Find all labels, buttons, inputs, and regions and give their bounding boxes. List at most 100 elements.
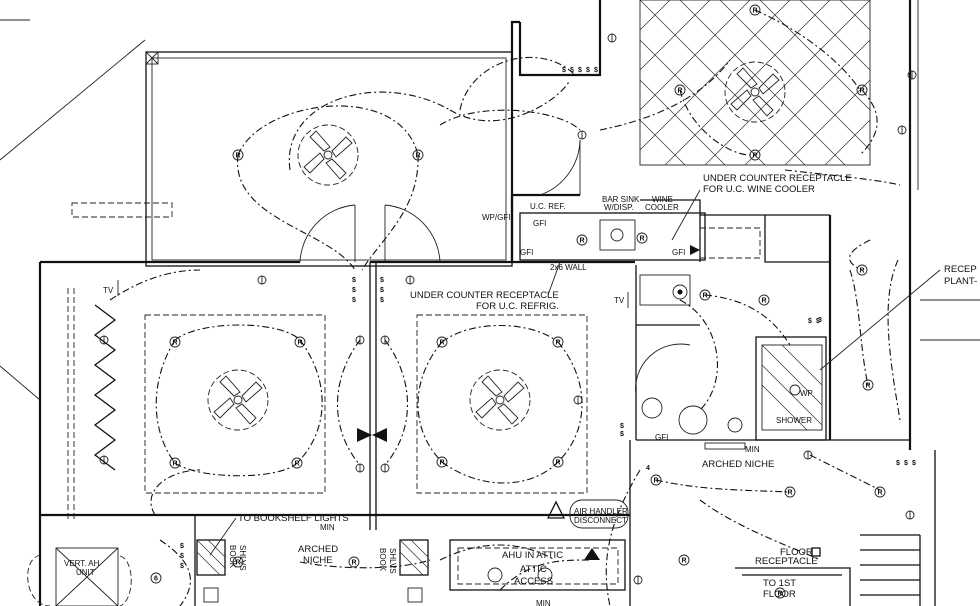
ceiling-fan-icon: [724, 61, 786, 123]
svg-text:$: $: [620, 431, 624, 438]
svg-text:R: R: [555, 460, 560, 467]
svg-text:R: R: [579, 238, 584, 245]
svg-text:TV: TV: [103, 286, 114, 295]
svg-text:R: R: [639, 236, 644, 243]
svg-text:BOOK: BOOK: [228, 545, 237, 569]
svg-text:GFI: GFI: [655, 433, 668, 442]
svg-text:SHOWER: SHOWER: [776, 416, 812, 425]
svg-text:MIN: MIN: [320, 523, 335, 532]
walls: [38, 0, 936, 606]
svg-text:R: R: [777, 591, 782, 598]
svg-text:ATTIC: ATTIC: [520, 564, 547, 575]
svg-text:R: R: [294, 461, 299, 468]
wine-cooler-note-2: FOR U.C. WINE COOLER: [703, 184, 815, 195]
svg-text:R: R: [859, 88, 864, 95]
lower-left-rooms: [27, 499, 629, 606]
ceiling-fan-icon: [297, 124, 359, 186]
svg-text:$: $: [180, 543, 184, 550]
ceiling-fan-icon: [469, 369, 531, 431]
svg-text:$: $: [586, 67, 590, 74]
tile-pattern: [639, 0, 871, 166]
svg-text:SHLVS: SHLVS: [238, 545, 247, 571]
light-fixtures: [99, 33, 917, 585]
svg-text:GFI: GFI: [533, 219, 546, 228]
svg-text:R: R: [235, 153, 240, 160]
svg-text:BOOK: BOOK: [378, 548, 387, 572]
refrig-note-2: FOR U.C. REFRIG.: [476, 301, 559, 312]
svg-text:R: R: [653, 478, 658, 485]
svg-text:R: R: [702, 293, 707, 300]
svg-text:R: R: [859, 268, 864, 275]
svg-text:$: $: [620, 423, 624, 430]
svg-text:RECEP: RECEP: [944, 264, 977, 275]
svg-text:R: R: [865, 383, 870, 390]
wine-cooler-note-1: UNDER COUNTER RECEPTACLE: [703, 173, 852, 184]
svg-text:UNIT: UNIT: [76, 568, 95, 577]
svg-text:$: $: [352, 287, 356, 294]
svg-text:PLANT-: PLANT-: [944, 276, 977, 287]
svg-text:$: $: [180, 563, 184, 570]
svg-text:$: $: [570, 67, 574, 74]
receptacles: R R R R R R R R R R R R R R R R R R R R …: [150, 4, 886, 599]
svg-text:TV: TV: [614, 296, 625, 305]
svg-text:MIN: MIN: [745, 445, 760, 454]
svg-text:$: $: [896, 460, 900, 467]
svg-text:U.C. REF.: U.C. REF.: [530, 202, 566, 211]
svg-text:WINE: WINE: [652, 195, 673, 204]
svg-text:RECEPTACLE: RECEPTACLE: [755, 556, 818, 567]
bathroom: [641, 344, 823, 450]
svg-text:3: 3: [818, 317, 822, 324]
bar-counter: [519, 212, 706, 306]
annotation-labels: UNDER COUNTER RECEPTACLE FOR U.C. WINE C…: [64, 173, 977, 606]
svg-text:GFI: GFI: [672, 248, 685, 257]
svg-text:$: $: [380, 287, 384, 294]
svg-text:4: 4: [646, 465, 650, 472]
svg-text:DISCONNECT: DISCONNECT: [574, 516, 627, 525]
svg-text:R: R: [677, 88, 682, 95]
wiring-runs: [109, 9, 901, 606]
svg-text:AHU IN ATTIC: AHU IN ATTIC: [502, 550, 563, 561]
svg-text:R: R: [439, 460, 444, 467]
svg-text:TO BOOKSHELF LIGHTS: TO BOOKSHELF LIGHTS: [238, 513, 349, 524]
svg-text:R: R: [439, 340, 444, 347]
svg-text:FLOOR: FLOOR: [780, 547, 813, 558]
svg-text:$: $: [380, 297, 384, 304]
svg-text:$: $: [912, 460, 916, 467]
svg-text:FLOOR: FLOOR: [763, 589, 796, 600]
bowtie-symbol: [357, 428, 387, 442]
svg-text:R: R: [172, 461, 177, 468]
svg-text:$: $: [816, 318, 820, 325]
svg-text:WP: WP: [800, 389, 813, 398]
switch-clusters: $ $ $ $ $ $ $ $ $ $ $ $ $ $ $ $ $ $ $ $ …: [180, 67, 916, 570]
svg-text:R: R: [297, 340, 302, 347]
svg-text:COOLER: COOLER: [645, 203, 679, 212]
svg-text:R: R: [787, 490, 792, 497]
svg-text:WP/GFI: WP/GFI: [482, 213, 510, 222]
svg-text:MIN: MIN: [536, 599, 551, 606]
bookshelf-zigzag: [93, 304, 117, 471]
svg-text:BAR SINK: BAR SINK: [602, 195, 640, 204]
svg-text:ARCHED: ARCHED: [298, 544, 338, 555]
refrig-note-1: UNDER COUNTER RECEPTACLE: [410, 290, 559, 301]
ceiling-outlines: [67, 227, 761, 520]
svg-text:$: $: [180, 553, 184, 560]
svg-text:TO 1ST: TO 1ST: [763, 578, 796, 589]
svg-text:R: R: [415, 153, 420, 160]
svg-text:R: R: [235, 560, 240, 567]
svg-text:$: $: [380, 277, 384, 284]
svg-text:$: $: [352, 277, 356, 284]
svg-text:R: R: [681, 558, 686, 565]
svg-text:R: R: [752, 153, 757, 160]
svg-text:$: $: [352, 297, 356, 304]
svg-text:6: 6: [154, 576, 158, 583]
svg-text:ARCHED NICHE: ARCHED NICHE: [702, 459, 774, 470]
ceiling-fan-icon: [207, 369, 269, 431]
svg-text:AIR HANDLER: AIR HANDLER: [574, 507, 628, 516]
svg-text:VERT. AH: VERT. AH: [64, 559, 100, 568]
doors: [299, 139, 691, 396]
svg-text:R: R: [877, 490, 882, 497]
tv-symbols: TV TV: [103, 280, 629, 308]
svg-text:R: R: [351, 560, 356, 567]
svg-text:2x6 WALL: 2x6 WALL: [550, 263, 587, 272]
